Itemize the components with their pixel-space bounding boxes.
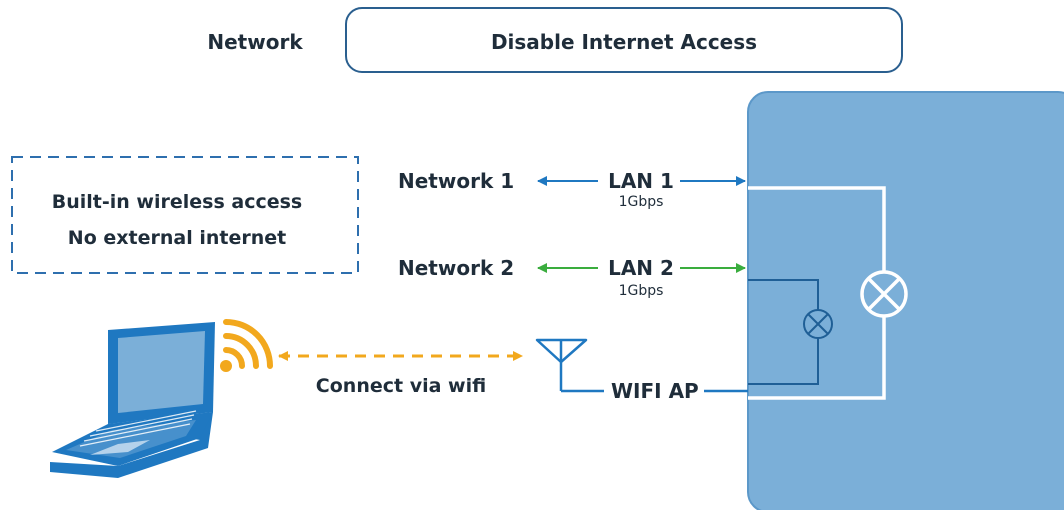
network-label: Network xyxy=(207,30,303,54)
wireless-info-line1: Built-in wireless access xyxy=(52,191,302,213)
wireless-info-line2: No external internet xyxy=(68,227,286,249)
antenna-icon xyxy=(535,338,604,393)
lan1-speed: 1Gbps xyxy=(619,194,664,210)
lan1-port-label: LAN 1 xyxy=(608,169,674,193)
wifi-signal-icon xyxy=(220,319,273,372)
laptop-icon xyxy=(50,322,215,478)
connect-via-wifi-label: Connect via wifi xyxy=(316,375,486,397)
network2-label: Network 2 xyxy=(398,256,514,280)
network1-label: Network 1 xyxy=(398,169,514,193)
switch-cross-icon xyxy=(860,270,908,318)
disable-internet-access-label: Disable Internet Access xyxy=(491,30,757,54)
switch-cross-icon xyxy=(803,309,833,339)
lan2-speed: 1Gbps xyxy=(619,283,664,299)
lan2-port-label: LAN 2 xyxy=(608,256,674,280)
lan2-link: Network 2 LAN 2 1Gbps xyxy=(398,256,746,299)
wifi-ap-label: WIFI AP xyxy=(611,379,699,403)
wireless-info-box: Built-in wireless access No external int… xyxy=(11,156,359,274)
lan1-link: Network 1 LAN 1 1Gbps xyxy=(398,169,746,210)
disable-internet-access-button[interactable]: Disable Internet Access xyxy=(345,7,903,73)
wifi-connection-link: Connect via wifi xyxy=(278,351,523,397)
